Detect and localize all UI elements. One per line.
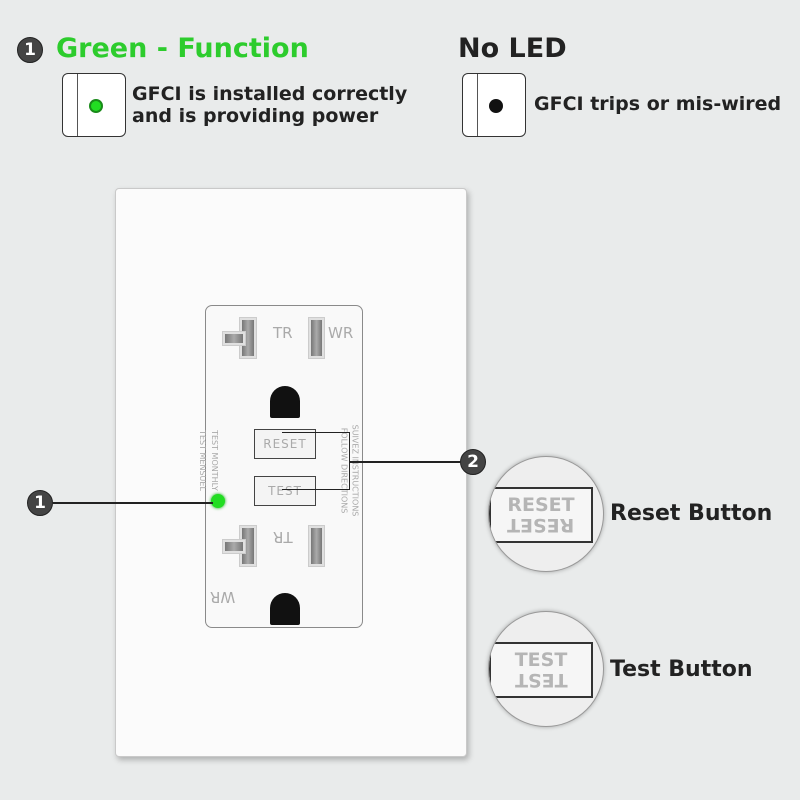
callout-line-2 — [350, 461, 460, 463]
tr-mark-top: TR — [273, 324, 293, 342]
tr-mark-bottom: TR — [273, 528, 293, 546]
no-led-icon — [462, 73, 526, 137]
callout-number-1-icon: 1 — [17, 37, 43, 63]
t-slot-bottom — [223, 540, 245, 553]
wr-mark-top: WR — [328, 324, 354, 342]
test-zoom-text: TEST — [514, 649, 568, 671]
test-monthly-text: TEST MONTHLY — [209, 430, 219, 491]
wr-mark-bottom: WR — [210, 588, 236, 606]
green-led — [211, 494, 225, 508]
reset-zoom-text: RESET — [507, 494, 575, 516]
reset-zoom-text-mirrored: RESET — [507, 514, 575, 536]
gfci-receptacle: TR WR RESET TEST TEST MONTHLY TEST MENSU… — [198, 305, 363, 628]
callout-line-1 — [53, 502, 213, 504]
callout-bracket-2 — [282, 432, 350, 490]
green-description-line1: GFCI is installed correctly — [132, 83, 408, 105]
suivez-text: SUIVEZ INSTRUCTIONS — [350, 424, 360, 517]
green-led-icon — [62, 73, 126, 137]
no-led-title: No LED — [458, 33, 567, 64]
callout-number-2-icon: 2 — [460, 449, 486, 475]
reset-button-label: Reset Button — [610, 501, 773, 526]
neutral-slot-bottom — [309, 526, 324, 566]
callout-number-1-icon: 1 — [27, 490, 53, 516]
neutral-slot-top — [309, 318, 324, 358]
test-mensuel-text: TEST MENSUEL — [197, 430, 207, 491]
reset-button[interactable]: RESET — [254, 429, 316, 459]
ground-hole-top — [270, 386, 300, 418]
t-slot-top — [223, 332, 245, 345]
green-description-line2: and is providing power — [132, 105, 379, 127]
green-function-title: Green - Function — [56, 33, 309, 64]
ground-hole-bottom — [270, 593, 300, 625]
test-button-label: Test Button — [610, 657, 753, 682]
test-button[interactable]: TEST — [254, 476, 316, 506]
test-zoom-text-mirrored: TEST — [514, 669, 568, 691]
no-led-description: GFCI trips or mis-wired — [534, 93, 782, 115]
